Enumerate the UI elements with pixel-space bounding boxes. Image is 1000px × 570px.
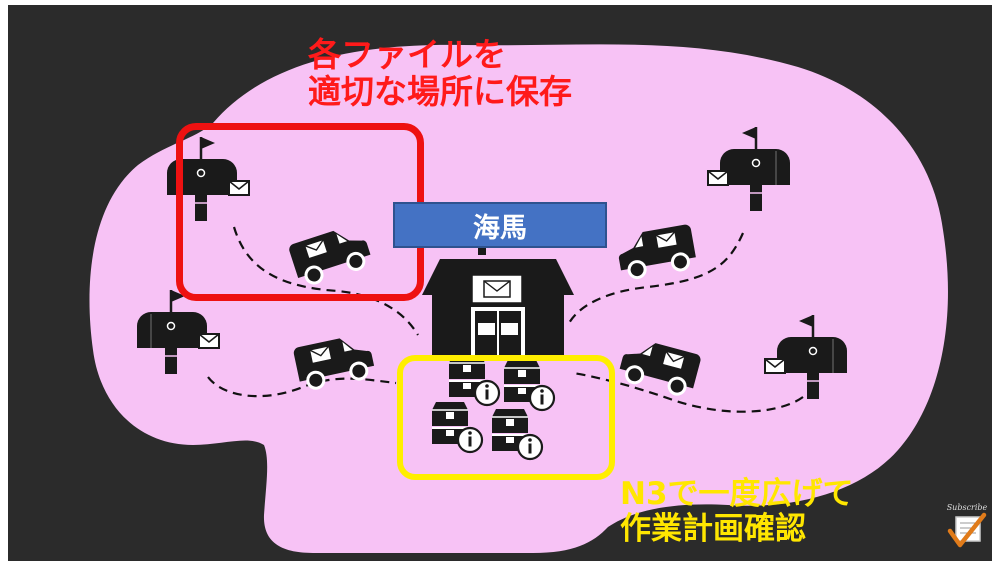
caption-top: 各ファイルを 適切な場所に保存 [308,35,572,111]
slide: 海馬 各ファイルを 適切な場所に保存 N3で一度広げて 作業計画確認 Subsc… [8,5,992,561]
routes [207,226,804,413]
subscribe-watermark[interactable]: Subscribe [944,503,990,551]
route-bottom-right [572,371,804,413]
highlight-box-red [176,123,424,301]
route-bottom-left [207,376,397,398]
subscribe-text: Subscribe [946,503,988,512]
post-office-icon [418,241,578,361]
diagram-canvas [89,44,948,553]
route-top-right [567,232,745,326]
caption-bottom: N3で一度広げて 作業計画確認 [620,476,854,547]
checkbox-icon [947,512,987,548]
highlight-box-yellow [397,355,615,480]
route-top-left [232,226,419,336]
hippocampus-label: 海馬 [393,202,607,248]
